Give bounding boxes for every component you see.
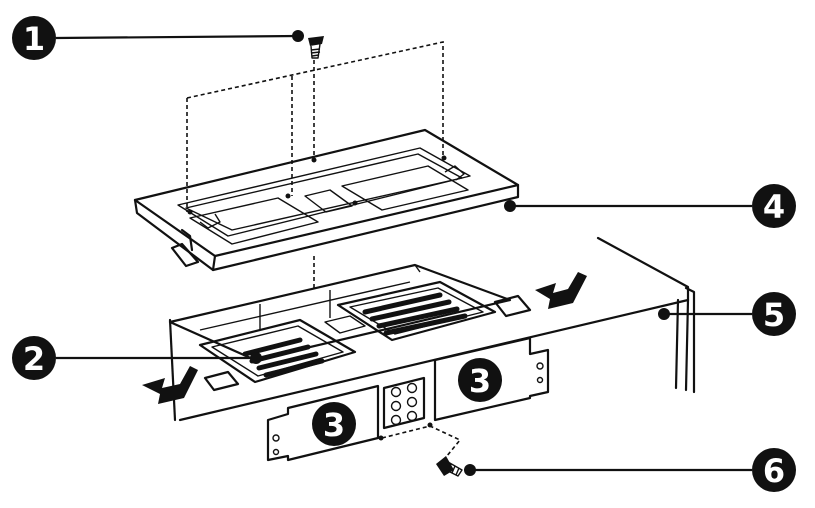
- plate-badge-right: 3: [458, 358, 502, 402]
- insert-arrow-left: [142, 366, 198, 404]
- alignment-guides: [186, 41, 462, 463]
- callout-label-4: 4: [763, 188, 785, 226]
- callout-6: 6: [464, 448, 796, 492]
- callout-label-6: 6: [763, 452, 785, 490]
- top-screw-icon: [308, 36, 324, 59]
- callout-2: 2: [12, 336, 262, 380]
- callout-label-2: 2: [23, 340, 45, 378]
- callout-4: 4: [504, 184, 796, 228]
- callout-1: 1: [12, 16, 304, 60]
- trim-plate-left: [266, 384, 380, 462]
- frame-plate: [133, 128, 520, 272]
- insert-arrow-right: [535, 272, 587, 309]
- grille-right: [324, 280, 497, 342]
- plate-label-left: 3: [323, 406, 345, 444]
- counter-cutout: [168, 263, 512, 362]
- mount-slots: [203, 294, 532, 392]
- bottom-screw-icon: [436, 456, 463, 477]
- callout-label-5: 5: [763, 296, 785, 334]
- callout-label-1: 1: [23, 20, 45, 58]
- plate-hole: [378, 422, 433, 441]
- plate-label-right: 3: [469, 362, 491, 400]
- trim-plate-right: [433, 336, 550, 422]
- callout-5: 5: [658, 292, 796, 336]
- connector-block: [382, 376, 426, 430]
- plate-badge-left: 3: [312, 402, 356, 446]
